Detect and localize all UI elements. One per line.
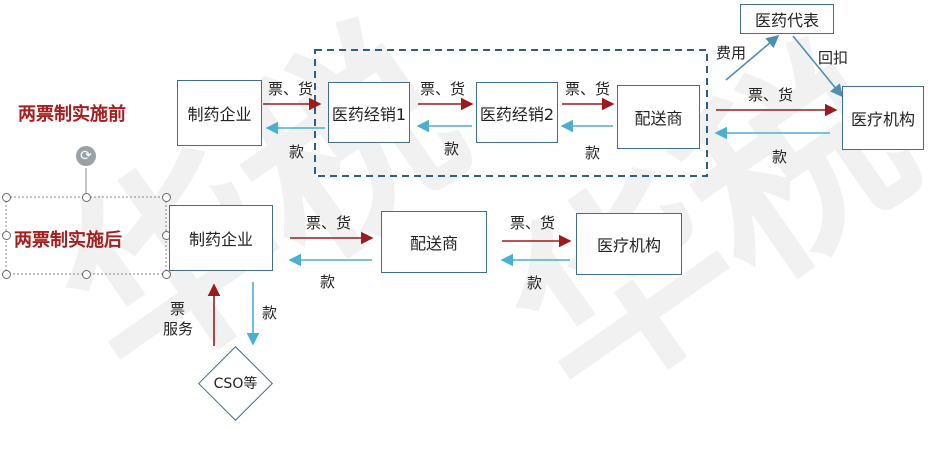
resize-handle-bm[interactable]	[82, 270, 91, 279]
label-ticket-goods-3: 票、货	[565, 80, 611, 98]
label-rebate: 回扣	[818, 49, 849, 67]
label-ticket-goods-2: 票、货	[420, 80, 466, 98]
after-node-cso: CSO等	[198, 346, 273, 421]
after-label-payment-3: 款	[262, 304, 278, 322]
before-node-deliverer: 配送商	[617, 85, 700, 149]
cso-label: CSO等	[213, 376, 258, 392]
after-node-manufacturer: 制药企业	[169, 205, 273, 271]
before-node-distributor-1: 医药经销1	[328, 82, 410, 143]
rotate-handle-icon[interactable]: ⟳	[76, 146, 96, 166]
resize-handle-tl[interactable]	[2, 193, 11, 202]
before-node-hospital: 医疗机构	[842, 86, 924, 150]
before-title: 两票制实施前	[18, 104, 126, 125]
label-payment-4: 款	[772, 148, 788, 166]
resize-handle-tr[interactable]	[162, 193, 171, 202]
label-payment-1: 款	[289, 143, 305, 161]
label-ticket-goods-4: 票、货	[748, 86, 794, 104]
label-payment-3: 款	[585, 144, 601, 162]
after-label-ticket-goods-1: 票、货	[306, 214, 352, 232]
before-node-manufacturer: 制药企业	[177, 80, 262, 146]
before-node-distributor-2: 医药经销2	[476, 82, 558, 143]
resize-handle-ml[interactable]	[2, 231, 11, 240]
resize-handle-bl[interactable]	[2, 270, 11, 279]
after-node-deliverer: 配送商	[381, 211, 487, 273]
resize-handle-br[interactable]	[162, 270, 171, 279]
label-ticket-goods-1: 票、货	[268, 80, 314, 98]
distribution-group-dashed	[314, 49, 708, 177]
label-fee: 费用	[716, 44, 747, 62]
after-node-hospital: 医疗机构	[576, 213, 682, 275]
after-label-payment-1: 款	[320, 273, 336, 291]
after-label-service: 服务	[163, 320, 194, 338]
arrow-rebate-to-hospital	[792, 35, 844, 98]
before-node-medical-rep: 医药代表	[740, 4, 834, 34]
after-label-ticket-goods-2: 票、货	[510, 214, 556, 232]
arrow-fee-to-rep	[725, 34, 780, 81]
resize-handle-tm[interactable]	[82, 193, 91, 202]
after-label-payment-2: 款	[527, 274, 543, 292]
after-label-ticket: 票	[170, 300, 186, 318]
label-payment-2: 款	[444, 140, 460, 158]
after-title[interactable]: 两票制实施后	[14, 230, 122, 251]
